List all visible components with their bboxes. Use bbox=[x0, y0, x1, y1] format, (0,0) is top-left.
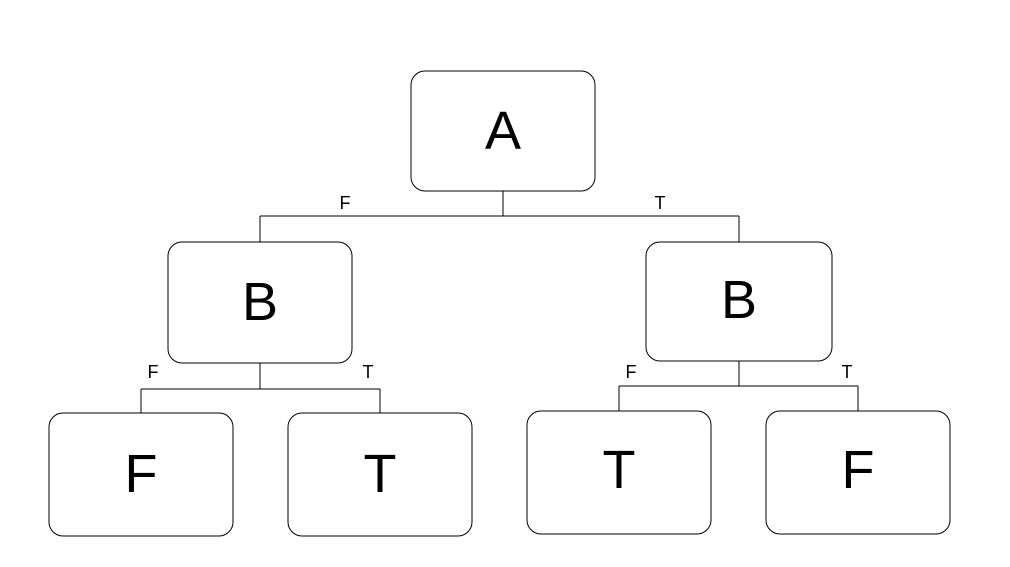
node-left-b-box bbox=[167, 241, 353, 364]
node-leaf-right-left: T bbox=[526, 410, 712, 535]
node-leaf-right-right-box bbox=[765, 410, 951, 535]
node-leaf-right-left-box bbox=[526, 410, 712, 535]
node-left-b-label: B bbox=[242, 272, 278, 332]
node-leaf-right-right-label: F bbox=[842, 440, 875, 500]
node-right-b-box bbox=[645, 241, 833, 362]
node-leaf-left-right: T bbox=[287, 412, 473, 537]
node-left-b: B bbox=[167, 241, 353, 364]
node-root-label: A bbox=[485, 101, 521, 161]
node-leaf-right-left-label: T bbox=[603, 440, 636, 500]
node-root-box bbox=[410, 70, 596, 192]
node-leaf-left-right-label: T bbox=[364, 444, 397, 504]
node-leaf-left-right-box bbox=[287, 412, 473, 537]
edge-label-left-b-left: F bbox=[148, 362, 159, 382]
edge-label-root-left: F bbox=[340, 193, 351, 213]
edges-root bbox=[259, 191, 740, 242]
node-leaf-left-left-box bbox=[48, 412, 234, 537]
node-leaf-left-left-label: F bbox=[125, 444, 158, 504]
edge-label-root-right: T bbox=[655, 193, 666, 213]
node-right-b: B bbox=[645, 241, 833, 362]
edges-left-b bbox=[140, 363, 381, 413]
node-leaf-left-left: F bbox=[48, 412, 234, 537]
edge-label-left-b-right: T bbox=[363, 362, 374, 382]
edges-right-b bbox=[618, 361, 859, 411]
edge-label-right-b-right: T bbox=[842, 362, 853, 382]
node-leaf-right-right: F bbox=[765, 410, 951, 535]
node-root: A bbox=[410, 70, 596, 192]
node-right-b-label: B bbox=[721, 270, 757, 330]
edge-label-right-b-left: F bbox=[626, 362, 637, 382]
